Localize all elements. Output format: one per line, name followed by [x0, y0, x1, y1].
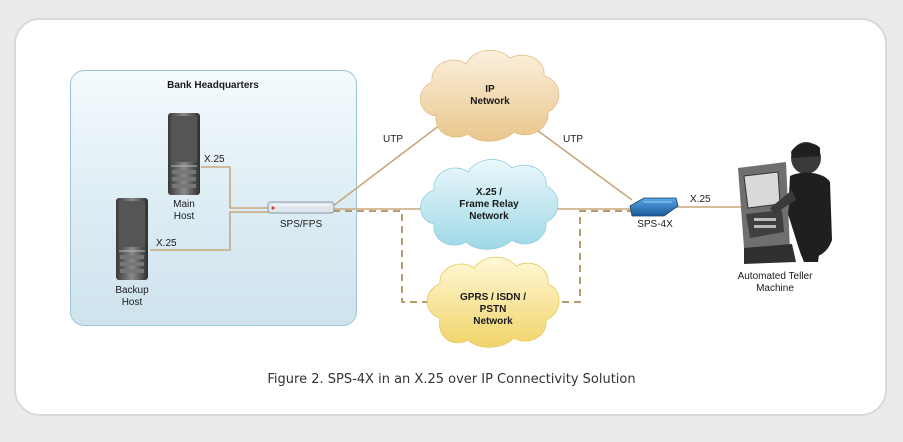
gprs-network-cloud: [426, 256, 560, 348]
backup-host-link: [150, 211, 270, 251]
gprs-to-sps4x-link: [538, 210, 632, 303]
sps-fps-label: SPS/FPS: [279, 219, 323, 230]
atm-x25-label: X.25: [690, 194, 711, 205]
connection-lines: [150, 124, 766, 251]
ip-network-cloud: [420, 50, 560, 142]
ip-network-label: IP Network: [470, 84, 510, 107]
sps-4x-label: SPS-4X: [637, 219, 673, 230]
atm-label: Automated Teller Machine: [737, 271, 813, 294]
sps-fps-to-ip-link: [332, 124, 441, 207]
backup-host-x25-label: X.25: [156, 238, 177, 249]
ip-to-sps4x-link: [529, 124, 633, 201]
backup-host-label: Backup Host: [115, 285, 149, 308]
main-host-label: Main Host: [173, 199, 195, 222]
sps-fps-device-icon: [267, 201, 335, 214]
bank-headquarters-zone: [70, 70, 357, 326]
main-host-server-icon: [168, 113, 200, 195]
sps-4x-device-icon: [629, 197, 679, 217]
atm-user-person-icon: [770, 142, 832, 262]
main-host-x25-label: X.25: [204, 154, 225, 165]
atm-machine-icon: [738, 162, 796, 264]
utp-right-label: UTP: [563, 134, 583, 145]
x25-network-cloud: [420, 159, 559, 250]
backup-host-server-icon: [116, 198, 148, 280]
bank-headquarters-label: Bank Headquarters: [167, 80, 259, 91]
figure-caption: Figure 2. SPS-4X in an X.25 over IP Conn…: [267, 372, 636, 387]
gprs-network-label: GPRS / ISDN / PSTN Network: [459, 292, 527, 327]
x25-network-label: X.25 / Frame Relay Network: [459, 187, 519, 222]
backup-dashed-lines: [333, 210, 632, 303]
utp-left-label: UTP: [383, 134, 403, 145]
sps-fps-to-gprs-link: [333, 210, 438, 303]
main-host-link: [201, 166, 270, 209]
